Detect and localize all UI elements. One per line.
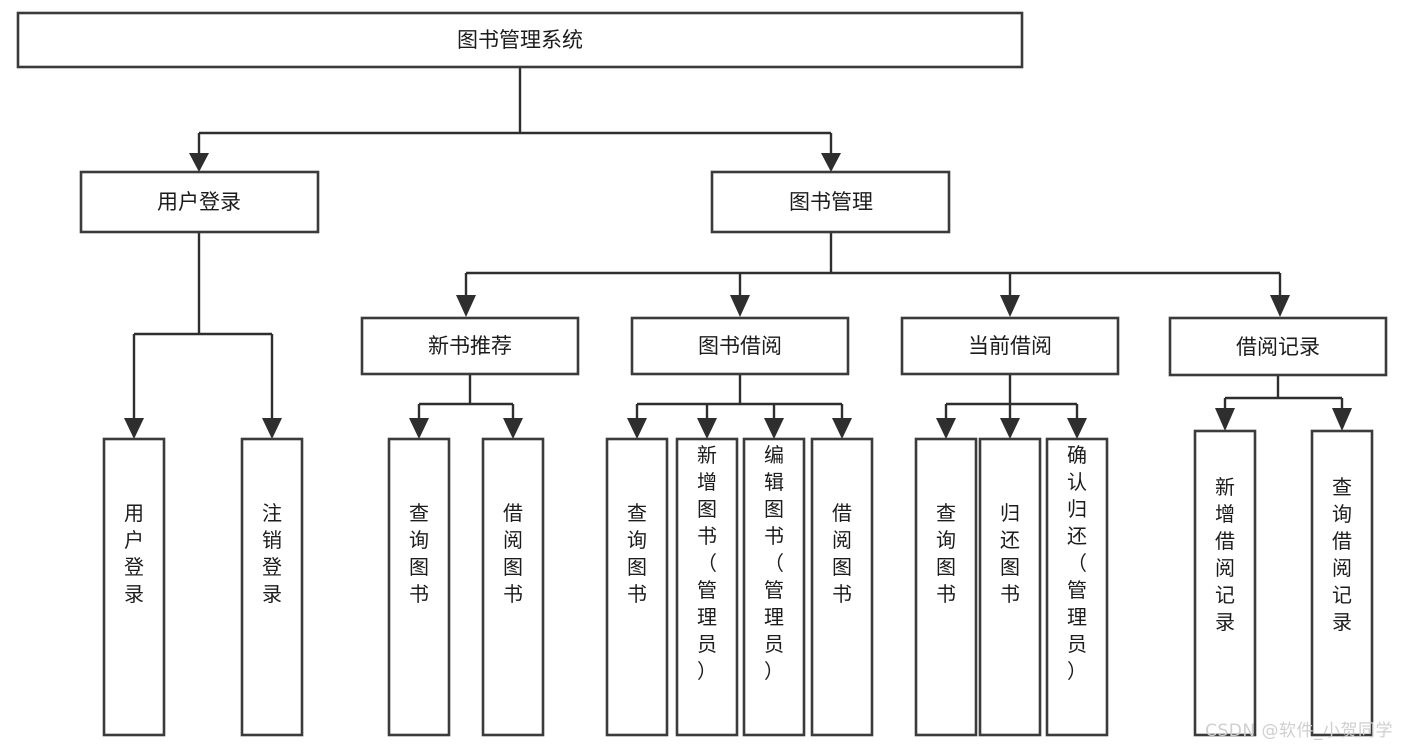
leaf-label-bborrow-borrow: 借阅图书: [832, 501, 852, 606]
node-root-system[interactable]: 图书管理系统: [16, 11, 1024, 69]
connector-group-root: [189, 67, 841, 172]
node-new-book-box[interactable]: [360, 316, 580, 376]
arrow-head-leaf-cborrow-1: [936, 418, 956, 439]
arrow-head-leaf-user-1: [124, 418, 144, 439]
arrow-head-leaf-newbook-1: [409, 418, 429, 439]
leaf-label-bborrow-add: 新增图书（管理员）: [697, 443, 717, 683]
node-borrow-record-label: 借阅记录: [1236, 335, 1320, 359]
leaf-box-cborrow-return[interactable]: [978, 437, 1042, 737]
node-book-borrow[interactable]: 图书借阅: [630, 316, 850, 376]
connector-group-borrow-record: [1215, 375, 1352, 431]
connector-group-new-book: [409, 374, 523, 439]
leaf-label-bborrow-query: 查询图书: [627, 501, 647, 606]
arrow-head-user-login: [189, 153, 209, 172]
leaf-box-cborrow-confirm[interactable]: [1045, 437, 1109, 737]
connector-group-user-login: [124, 232, 282, 439]
leaf-node[interactable]: 查询图书: [387, 437, 451, 737]
leaf-label-newbook-query: 查询图书: [409, 501, 429, 606]
leaf-node[interactable]: 用户登录: [102, 437, 166, 737]
leaf-box-brecord-add[interactable]: [1193, 429, 1257, 737]
leaf-node[interactable]: 新增借阅记录: [1193, 429, 1257, 737]
leaf-box-newbook-query[interactable]: [387, 437, 451, 737]
arrow-head-leaf-cborrow-3: [1067, 418, 1087, 439]
leaf-box-brecord-query[interactable]: [1310, 429, 1374, 737]
leaf-label-cborrow-return: 归还图书: [1000, 501, 1020, 606]
arrow-head-new-book: [456, 295, 476, 317]
leaf-label-bborrow-edit: 编辑图书（管理员）: [764, 443, 784, 683]
arrow-head-leaf-user-2: [262, 418, 282, 439]
leaf-label-user-login: 用户登录: [124, 501, 144, 606]
node-book-manage[interactable]: 图书管理: [710, 170, 951, 234]
arrow-head-leaf-bborrow-2: [697, 418, 717, 439]
node-borrow-record[interactable]: 借阅记录: [1168, 316, 1388, 377]
node-current-borrow-label: 当前借阅: [968, 334, 1052, 358]
leaf-box-user-login[interactable]: [102, 437, 166, 737]
leaf-box-bborrow-query[interactable]: [605, 437, 669, 737]
arrow-head-leaf-cborrow-2: [1000, 418, 1020, 439]
node-book-borrow-label: 图书借阅: [698, 334, 782, 358]
arrow-head-book-manage: [821, 153, 841, 172]
arrow-head-current-borrow: [1000, 295, 1020, 317]
leaf-label-brecord-query: 查询借阅记录: [1332, 475, 1352, 634]
node-book-manage-label: 图书管理: [789, 190, 873, 214]
leaf-box-logout[interactable]: [240, 437, 304, 737]
leaf-label-logout: 注销登录: [262, 501, 282, 606]
connector-group-current-borrow: [936, 374, 1087, 439]
leaf-node[interactable]: 注销登录: [240, 437, 304, 737]
arrow-head-leaf-newbook-2: [503, 418, 523, 439]
node-current-borrow-box[interactable]: [900, 316, 1120, 376]
node-current-borrow[interactable]: 当前借阅: [900, 316, 1120, 376]
node-user-login[interactable]: 用户登录: [79, 170, 320, 234]
arrow-head-leaf-brecord-2: [1332, 408, 1352, 431]
leaf-node[interactable]: 借阅图书: [481, 437, 545, 737]
node-user-login-box[interactable]: [79, 170, 320, 234]
leaf-node[interactable]: 新增图书（管理员）: [675, 437, 739, 737]
arrow-head-borrow-record: [1270, 295, 1290, 317]
arrow-head-leaf-bborrow-4: [832, 418, 852, 439]
leaf-node[interactable]: 查询图书: [605, 437, 669, 737]
leaf-label-cborrow-confirm: 确认归还（管理员）: [1067, 443, 1087, 683]
node-new-book[interactable]: 新书推荐: [360, 316, 580, 376]
leaf-label-newbook-borrow: 借阅图书: [503, 501, 523, 606]
leaf-box-bborrow-borrow[interactable]: [810, 437, 874, 737]
node-book-borrow-box[interactable]: [630, 316, 850, 376]
arrow-head-book-borrow: [730, 295, 750, 317]
leaf-node[interactable]: 确认归还（管理员）: [1045, 437, 1109, 737]
leaf-node[interactable]: 查询借阅记录: [1310, 429, 1374, 737]
leaf-box-cborrow-query[interactable]: [914, 437, 978, 737]
leaf-node[interactable]: 归还图书: [978, 437, 1042, 737]
leaf-node[interactable]: 编辑图书（管理员）: [742, 437, 806, 737]
node-root-label: 图书管理系统: [457, 28, 583, 52]
node-book-manage-box[interactable]: [710, 170, 951, 234]
leaf-box-bborrow-add[interactable]: [675, 437, 739, 737]
node-borrow-record-box[interactable]: [1168, 316, 1388, 377]
arrow-head-leaf-bborrow-1: [627, 418, 647, 439]
node-user-login-label: 用户登录: [157, 190, 241, 214]
leaf-label-brecord-add: 新增借阅记录: [1215, 475, 1235, 634]
connector-group-book-borrow: [627, 374, 852, 439]
node-root-box[interactable]: [16, 11, 1024, 69]
leaf-node[interactable]: 借阅图书: [810, 437, 874, 737]
arrow-head-leaf-bborrow-3: [764, 418, 784, 439]
leaf-box-bborrow-edit[interactable]: [742, 437, 806, 737]
node-new-book-label: 新书推荐: [428, 334, 512, 358]
arrow-head-leaf-brecord-1: [1215, 408, 1235, 431]
csdn-watermark: CSDN @软件_小贺同学: [1205, 721, 1393, 741]
leaf-box-newbook-borrow[interactable]: [481, 437, 545, 737]
leaf-label-cborrow-query: 查询图书: [936, 501, 956, 606]
leaf-node[interactable]: 查询图书: [914, 437, 978, 737]
connector-group-book-manage: [456, 232, 1290, 317]
